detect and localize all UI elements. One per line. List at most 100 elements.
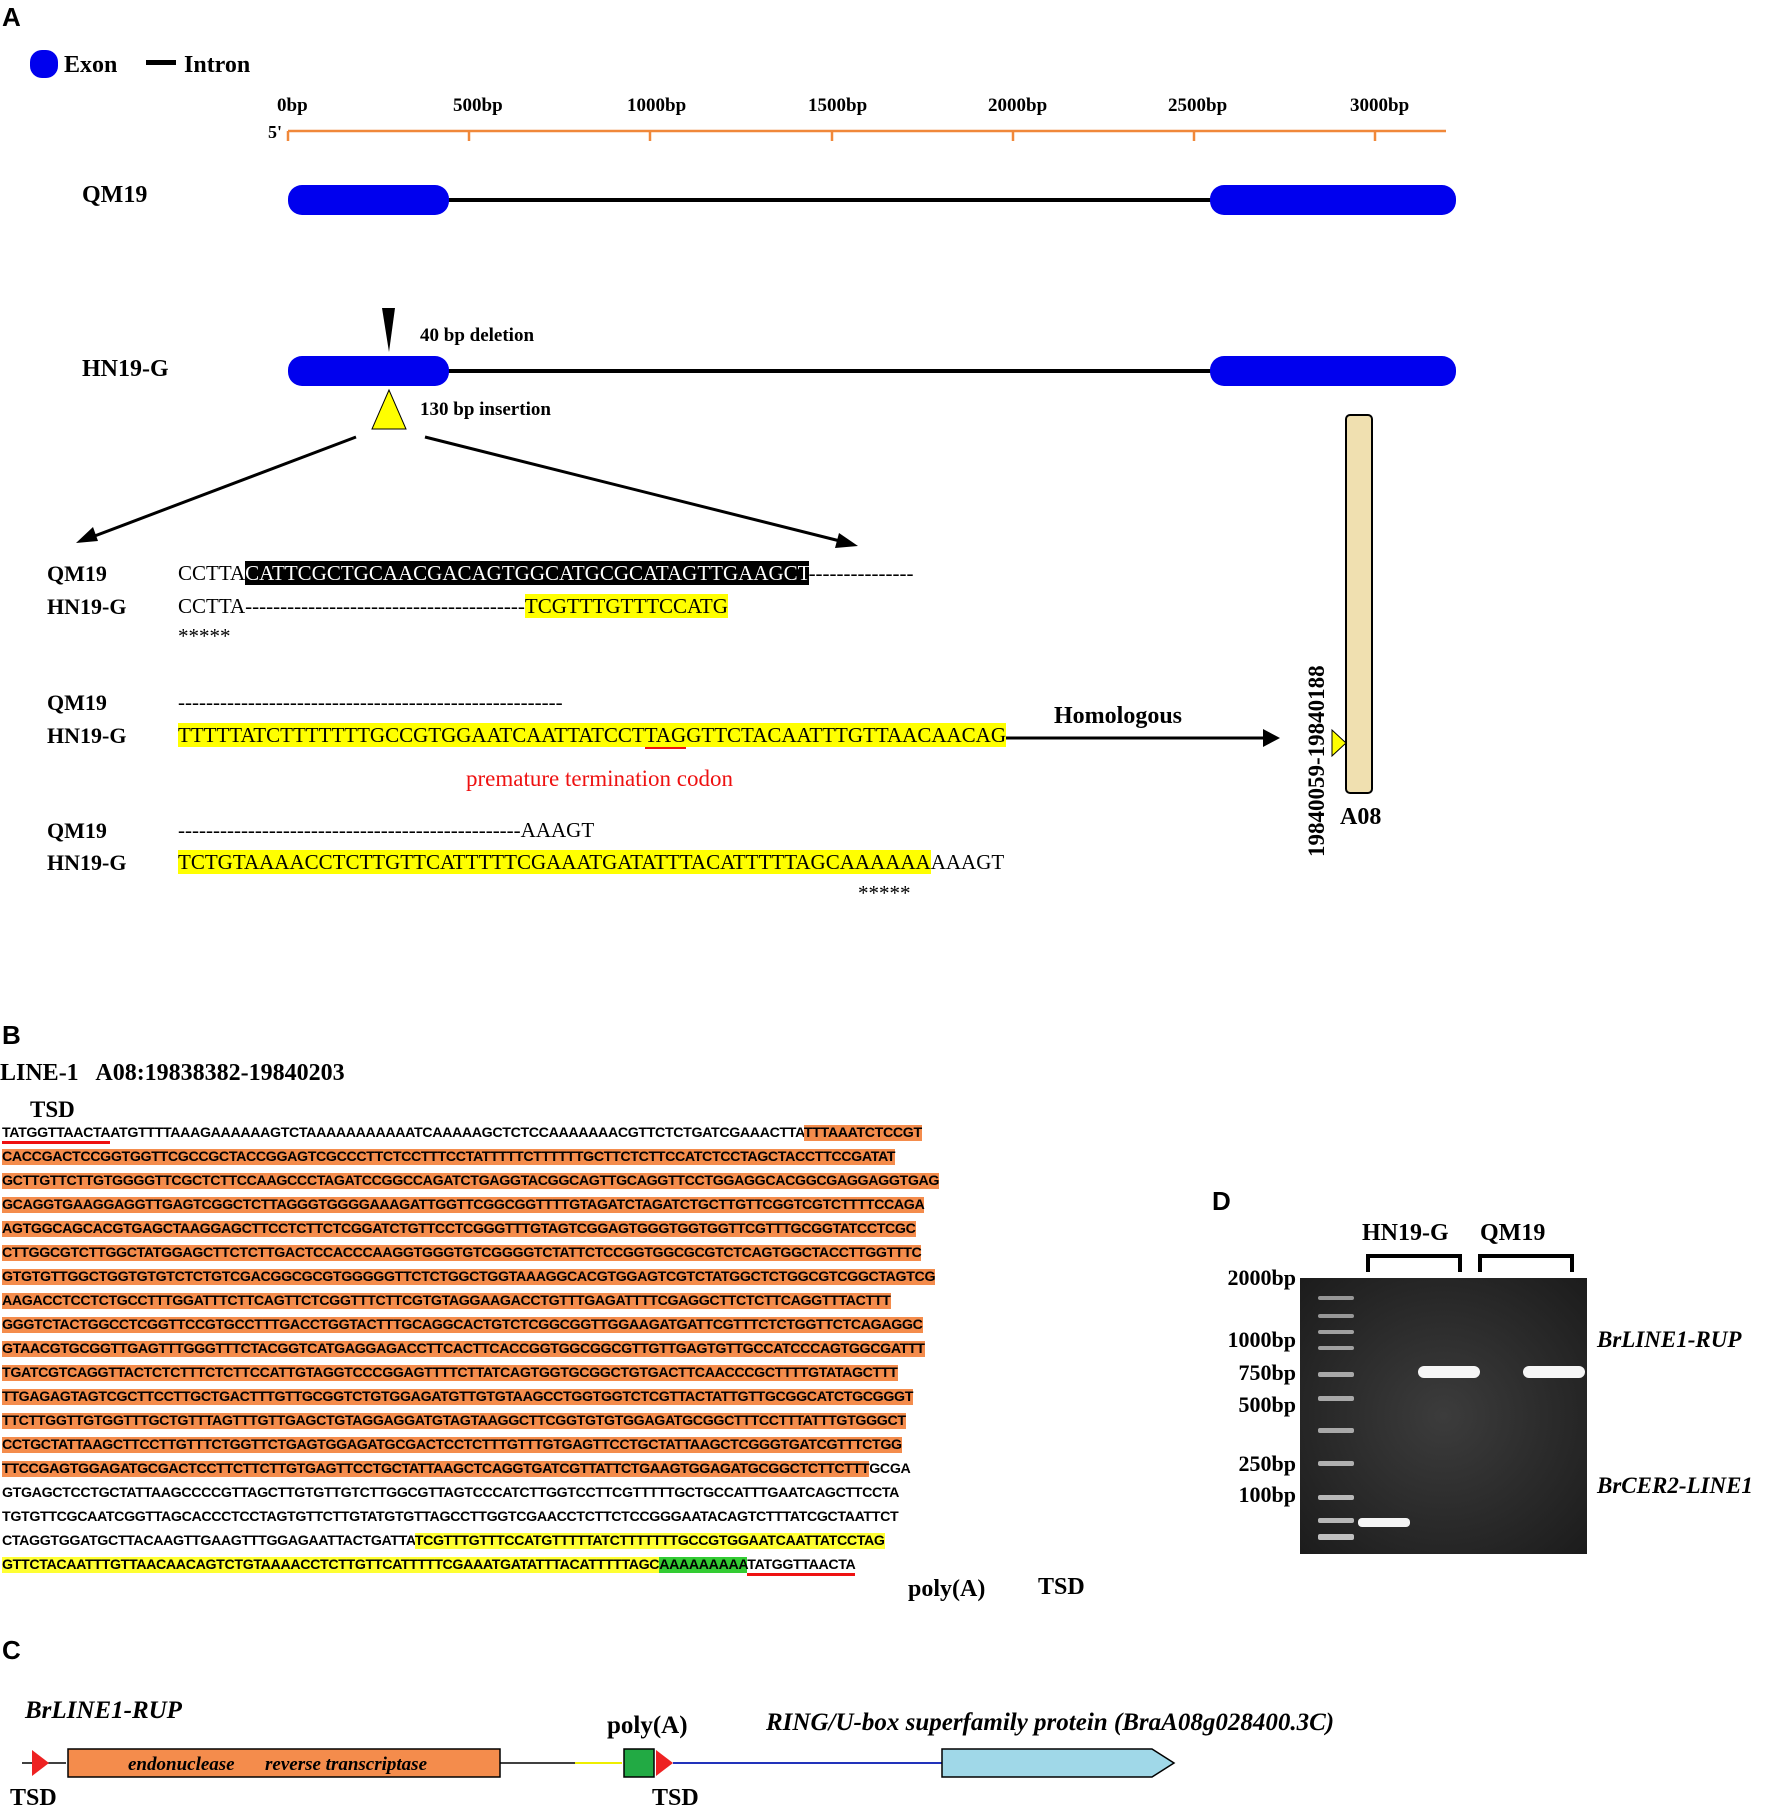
sequence-line: TGATCGTCAGGTTACTCTCTTTCTCTTCCATTGTAGGTCC… — [2, 1365, 898, 1381]
qm19-exon-2 — [1210, 185, 1456, 215]
panel-a-figure: Exon Intron 5' 0bp 500bp 1000bp 1500bp 2… — [30, 50, 1456, 857]
endonuclease-label: endonuclease — [128, 1754, 235, 1775]
tick-label: 1500bp — [808, 95, 867, 116]
sequence-line: TGTGTTCGCAATCGGTTAGCACCCTCCTAGTGTTCTTGTA… — [2, 1509, 899, 1525]
hn19g-exon-1 — [288, 356, 449, 386]
align3-qm19-label: QM19 — [47, 818, 107, 843]
align2-qm19-seq: ----------------------------------------… — [178, 690, 563, 714]
zoom-arrow-left — [83, 435, 357, 542]
align1-hn19g-seq: CCTTA-----------------------------------… — [178, 594, 728, 618]
marker-label: 1000bp — [1228, 1327, 1296, 1352]
tsd-left-marker — [32, 1750, 49, 1776]
tick-label: 0bp — [277, 95, 308, 116]
sequence-line: TTGAGAGTAGTCGCTTCCTTGCTGACTTTGTTGCGGTCTG… — [2, 1389, 914, 1405]
lane-bracket-hn19g — [1366, 1254, 1462, 1272]
marker-label: 500bp — [1239, 1392, 1296, 1417]
align2-hn19g-label: HN19-G — [47, 723, 127, 748]
legend-intron-swatch — [146, 60, 176, 65]
stop-codon: TAG — [644, 723, 687, 749]
poly-a-box — [623, 1748, 655, 1778]
chromosome-position: 19840059-19840188 — [1304, 665, 1329, 857]
panel-d-label: D — [1212, 1186, 1231, 1216]
sequence-line: CTAGGTGGATGCTTACAAGTTGAAGTTTGGAGAATTACTG… — [2, 1533, 885, 1549]
zoom-arrow-right — [424, 435, 849, 545]
line1-gene-label: BrLINE1-RUP — [24, 1697, 183, 1724]
sequence-line: GCTTGTTCTTGTGGGGTTCGCTCTTCCAAGCCCTAGATCC… — [2, 1173, 940, 1189]
target-gene-label: RING/U-box superfamily protein (BraA08g0… — [765, 1709, 1334, 1736]
sequence-line: TATGGTTAACTAATGTTTTAAAGAAAAAAGTCTAAAAAAA… — [2, 1121, 922, 1145]
legend-intron-label: Intron — [184, 52, 250, 78]
deletion-marker — [382, 308, 395, 352]
tsd-top-label: TSD — [30, 1097, 75, 1122]
align1-qm19-label: QM19 — [47, 561, 107, 586]
arrowhead — [76, 527, 98, 543]
hn19g-exon-2 — [1210, 356, 1456, 386]
bp-ruler: 5' 0bp 500bp 1000bp 1500bp 2000bp 2500bp… — [268, 95, 1446, 142]
chromosome-name: A08 — [1340, 804, 1381, 830]
gel-image — [1300, 1278, 1587, 1554]
reverse-transcriptase-label: reverse transcriptase — [265, 1754, 428, 1775]
sequence-line: GTGAGCTCCTGCTATTAAGCCCCGTTAGCTTGTGTTGTCT… — [2, 1485, 900, 1501]
align1-conservation: ***** — [178, 624, 231, 648]
panel-b-title: LINE-1 A08:19838382-19840203 — [0, 1060, 345, 1086]
band-label-lower: BrCER2-LINE1 — [1596, 1473, 1753, 1498]
band-label-upper: BrLINE1-RUP — [1596, 1327, 1742, 1352]
tick-label: 500bp — [453, 95, 503, 116]
tsd-right-label: TSD — [652, 1785, 699, 1809]
ladder — [1318, 1296, 1354, 1540]
poly-a-c-label: poly(A) — [607, 1712, 688, 1739]
band-hn19g-brline1 — [1418, 1366, 1480, 1378]
align3-conservation: ***** — [858, 881, 911, 905]
sequence-line: GGGTCTACTGGCCTCGGTTCCGTGCCTTTGACCTGGTACT… — [2, 1317, 923, 1333]
insertion-label: 130 bp insertion — [420, 399, 551, 420]
align3-hn19g-label: HN19-G — [47, 850, 127, 875]
qm19-row-label: QM19 — [82, 182, 147, 208]
lane-bracket-qm19 — [1478, 1254, 1574, 1272]
align2-hn19g-seq: TTTTTATCTTTTTTTGCCGTGGAATCAATTATCCTTAGGT… — [178, 723, 1007, 749]
legend-exon-label: Exon — [64, 52, 117, 78]
tsd-right-marker — [656, 1750, 673, 1776]
locus-marker — [1331, 728, 1347, 758]
sequence-line: GCAGGTGAAGGAGGTTGAGTCGGCTCTTAGGGTGGGGAAA… — [2, 1197, 925, 1213]
panel-c-figure: BrLINE1-RUP poly(A) RING/U-box superfami… — [10, 1697, 1334, 1809]
ptc-label: premature termination codon — [466, 766, 733, 791]
sequence-line: CCTGCTATTAAGCTTCCTTGTTTCTGGTTCTGAGTGGAGA… — [2, 1437, 902, 1453]
tick-label: 2500bp — [1168, 95, 1227, 116]
poly-a-label: poly(A) — [908, 1576, 986, 1602]
panel-d-figure: HN19-G QM19 2000bp 1000bp 750bp 500bp 25… — [1228, 1220, 1753, 1554]
tsd-left-label: TSD — [10, 1785, 57, 1809]
align1-qm19-seq: CCTTACATTCGCTGCAACGACAGTGGCATGCGCATAGTTG… — [178, 561, 914, 585]
chromosome-a08 — [1345, 414, 1373, 794]
sequence-line: CTTGGCGTCTTGGCTATGGAGCTTCTCTTGACTCCACCCA… — [2, 1245, 922, 1261]
panel-b-label: B — [2, 1020, 21, 1050]
align3-hn19g-seq: TCTGTAAAACCTCTTGTTCATTTTTCGAAATGATATTTAC… — [178, 850, 1005, 874]
band-brcer2-line1 — [1358, 1518, 1410, 1527]
tick-label: 3000bp — [1350, 95, 1409, 116]
orf-box — [67, 1748, 501, 1778]
deletion-label: 40 bp deletion — [420, 325, 534, 346]
sequence-line: TTCCGAGTGGAGATGCGACTCCTTCTTCTTGTGAGTTCCT… — [2, 1461, 911, 1477]
band-qm19-brline1 — [1523, 1366, 1585, 1378]
panel-c-label: C — [2, 1635, 21, 1665]
arrowhead — [1263, 729, 1280, 747]
sequence-line: CACCGACTCCGGTGGTTCGCCGCTACCGGAGTCGCCCTTC… — [2, 1149, 896, 1165]
arrowhead — [835, 533, 858, 548]
panel-a-label: A — [2, 2, 21, 32]
tick-label: 1000bp — [627, 95, 686, 116]
marker-label: 250bp — [1239, 1451, 1296, 1476]
align2-qm19-label: QM19 — [47, 690, 107, 715]
lane-qm19-label: QM19 — [1480, 1220, 1545, 1246]
sequence-line: GTGTGTTGGCTGGTGTGTCTCTGTCGACGGCGCGTGGGGG… — [2, 1269, 936, 1285]
lane-hn19g-label: HN19-G — [1362, 1220, 1449, 1246]
tsd-bottom-label: TSD — [1038, 1574, 1085, 1600]
align1-hn19g-label: HN19-G — [47, 594, 127, 619]
sequence-line: GTAACGTGCGGTTGAGTTTGGGTTTCTACGGTCATGAGGA… — [2, 1341, 925, 1357]
five-prime-label: 5' — [268, 122, 282, 142]
legend-exon-swatch — [30, 50, 58, 78]
sequence-line: TTCTTGGTTGTGGTTTGCTGTTTAGTTTGTTGAGCTGTAG… — [2, 1413, 906, 1429]
align3-qm19-seq: ----------------------------------------… — [178, 818, 595, 842]
marker-label: 100bp — [1239, 1482, 1296, 1507]
marker-label: 2000bp — [1228, 1265, 1296, 1290]
marker-label: 750bp — [1239, 1360, 1296, 1385]
sequence-line: AGTGGCAGCACGTGAGCTAAGGAGCTTCCTCTTCTCGGAT… — [2, 1221, 916, 1237]
